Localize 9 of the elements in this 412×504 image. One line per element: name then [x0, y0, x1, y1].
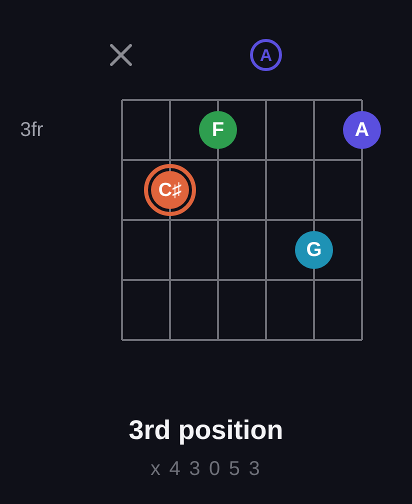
chord-title: 3rd position: [128, 414, 284, 447]
note-label: G: [306, 240, 322, 260]
open-string-marker: [250, 39, 282, 71]
note-label: A: [354, 120, 370, 140]
fret-number: 3fr: [20, 118, 44, 143]
note-label: A: [260, 46, 272, 64]
note-label: F: [212, 120, 224, 140]
note-label: C♯: [158, 180, 182, 200]
fret-sequence: x 4 3 0 5 3: [150, 457, 262, 482]
